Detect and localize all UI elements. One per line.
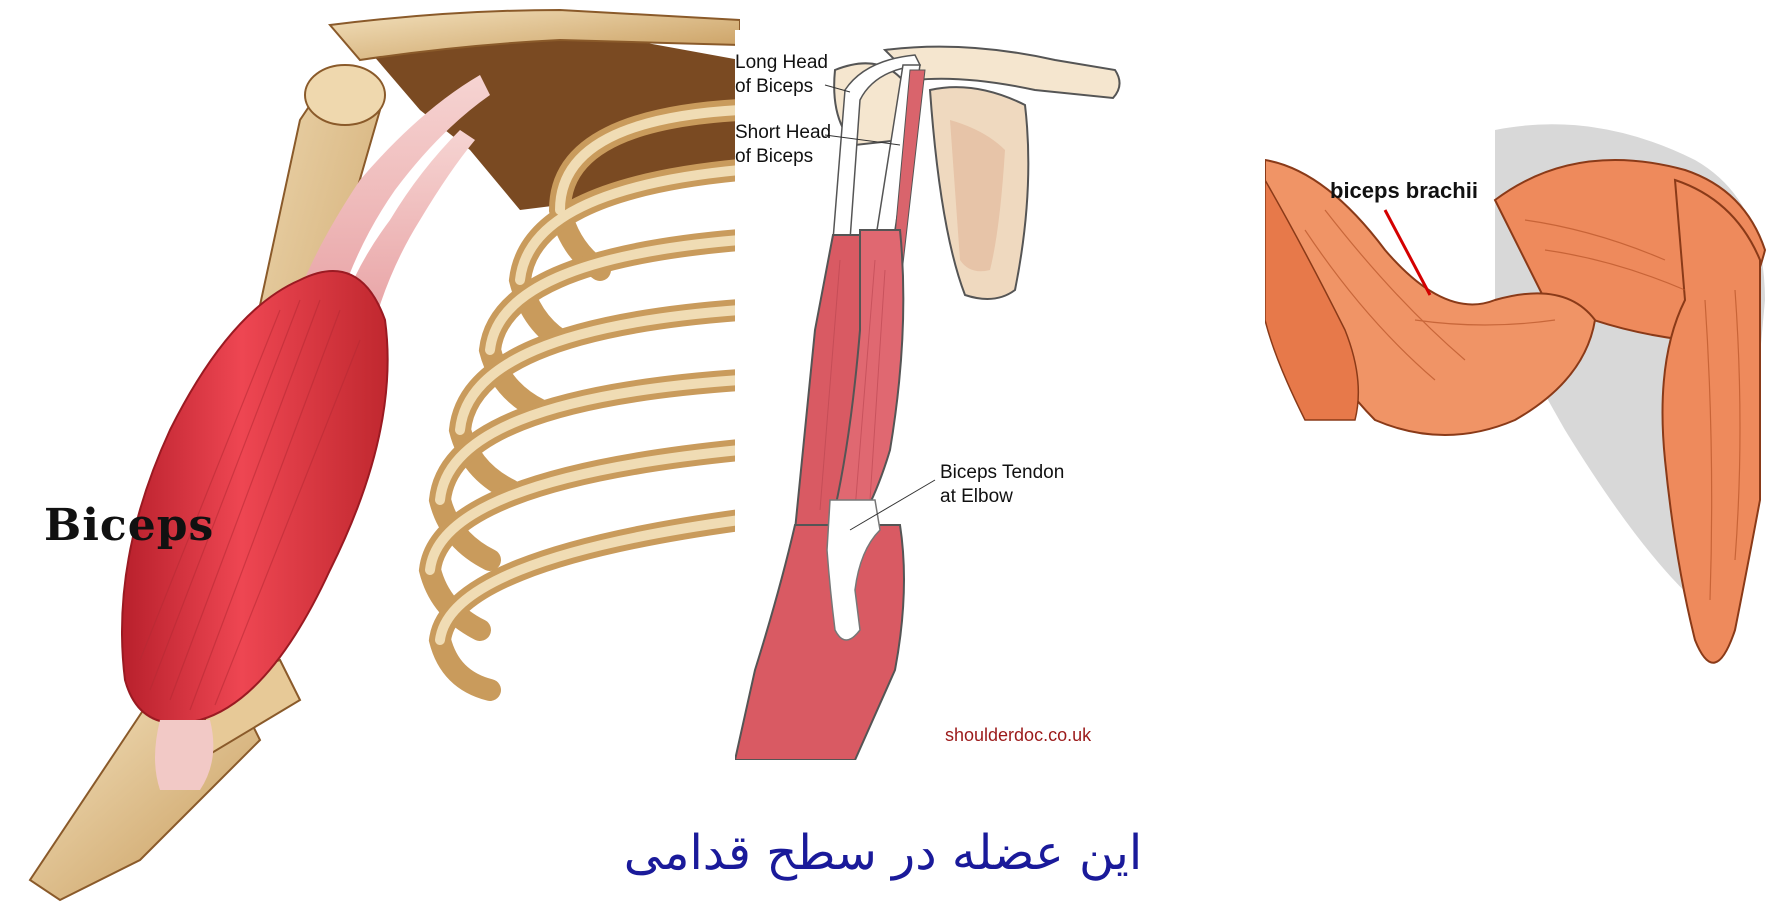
biceps-brachii-label: biceps brachii xyxy=(1330,178,1478,204)
source-watermark: shoulderdoc.co.uk xyxy=(945,725,1091,746)
orange-muscle-illustration xyxy=(1265,0,1766,760)
long-head-label-2: of Biceps xyxy=(735,76,813,98)
right-anatomy-figure xyxy=(1265,0,1766,760)
biceps-3d-illustration xyxy=(0,0,740,903)
tendon-label-1: Biceps Tendon xyxy=(940,462,1064,484)
short-head-label-1: Short Head xyxy=(735,122,831,144)
tendon-label-2: at Elbow xyxy=(940,486,1013,508)
biceps-label: Biceps xyxy=(44,500,214,551)
middle-anatomy-diagram: Long Head of Biceps Short Head of Biceps… xyxy=(735,30,1265,760)
short-head-label-2: of Biceps xyxy=(735,146,813,168)
persian-caption: این عضله در سطح قدامی xyxy=(0,825,1766,881)
long-head-label-1: Long Head xyxy=(735,52,828,74)
left-anatomy-figure: Biceps xyxy=(0,0,740,903)
